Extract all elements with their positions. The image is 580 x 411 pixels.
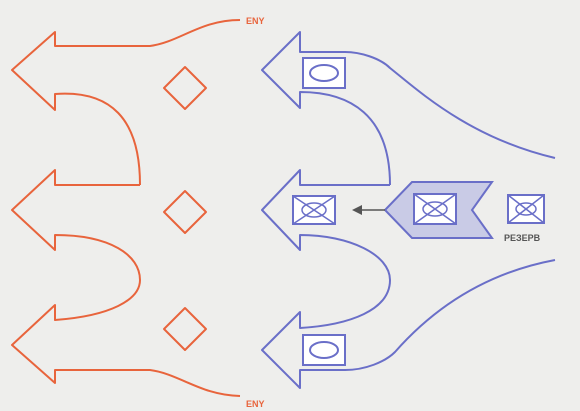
eny-label-top: ENY: [246, 16, 265, 26]
eny-label-bottom: ENY: [246, 399, 265, 409]
reserve-label: РЕЗЕРВ: [504, 233, 541, 243]
reserve-commit-arrow: [352, 205, 385, 215]
enemy-arrow-bottom: [11, 279, 241, 397]
enemy-position-top-diamond-icon: [163, 66, 207, 110]
friendly-arrow-bottom: [261, 259, 556, 389]
unit-middle-cross-box-icon: [292, 195, 336, 225]
enemy-position-middle-diamond-icon: [163, 190, 207, 234]
friendly-arrow-middle: [261, 169, 391, 281]
unit-reserve-cross-box-icon: [413, 193, 457, 225]
enemy-arrow-top: [11, 19, 241, 186]
enemy-forces: ENY ENY: [11, 16, 265, 409]
enemy-position-bottom-diamond-icon: [163, 307, 207, 351]
unit-bottom-oval-box-icon: [302, 334, 346, 366]
unit-top-oval-box-icon: [302, 57, 346, 89]
enemy-arrow-middle: [11, 169, 141, 281]
unit-reserve-far-cross-box-icon: [507, 194, 545, 224]
friendly-arrow-top: [261, 31, 556, 186]
friendly-forces: РЕЗЕРВ: [261, 31, 556, 389]
